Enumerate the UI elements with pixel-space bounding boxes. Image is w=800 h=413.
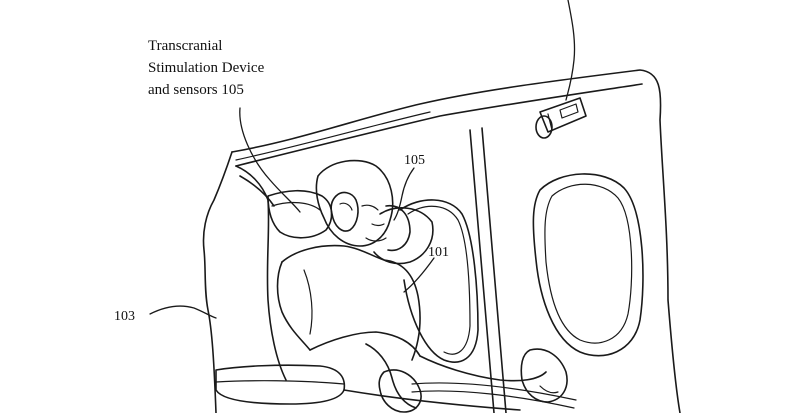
window-panel-center (399, 127, 507, 413)
seat-103 (202, 151, 346, 413)
passenger-101 (276, 159, 577, 413)
ref-label-101: 101 (428, 245, 449, 260)
leader-lines (149, 107, 435, 319)
cabin-wall (231, 69, 681, 413)
camera-sensor-icon (535, 0, 587, 139)
leader-105 (393, 167, 415, 221)
window-right (532, 173, 644, 357)
device-label-line1: Transcranial (148, 38, 222, 54)
leader-101 (403, 257, 435, 293)
ref-label-105: 105 (404, 153, 425, 168)
leader-103 (149, 305, 217, 319)
ref-label-103: 103 (114, 309, 135, 324)
device-label-line3: and sensors 105 (148, 82, 244, 98)
device-label-line2: Stimulation Device (148, 60, 265, 76)
leader-device (239, 107, 301, 213)
